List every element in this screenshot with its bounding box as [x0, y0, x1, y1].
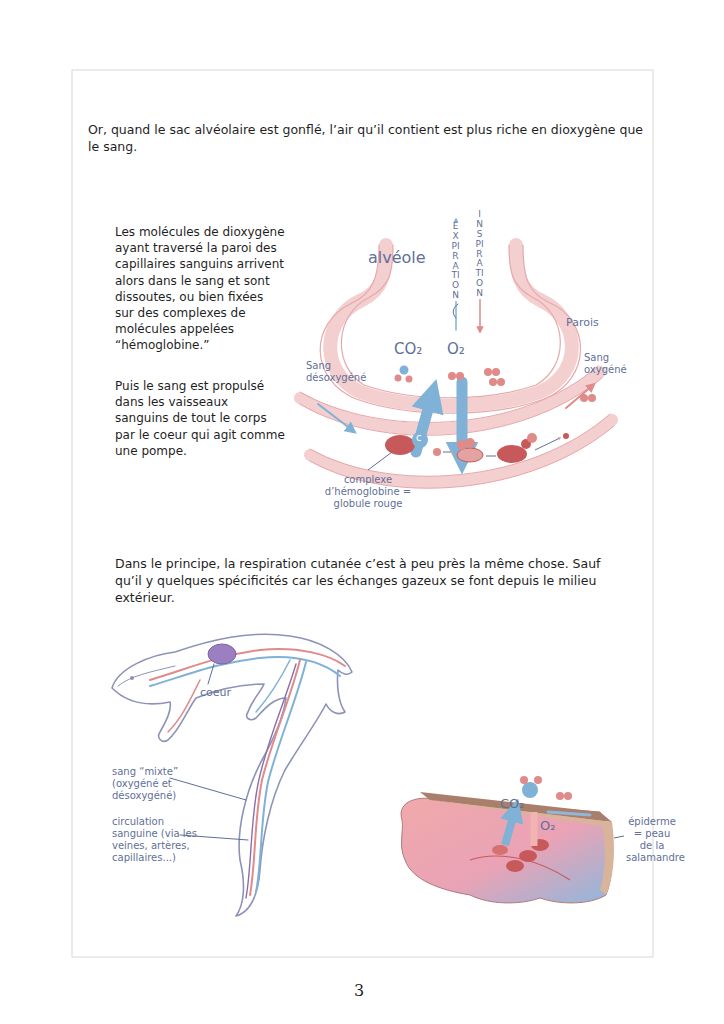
gas-label: CO₂: [394, 340, 422, 358]
part-label: coeur: [200, 686, 231, 699]
gas-label: O₂: [447, 340, 465, 358]
molecules: [395, 366, 597, 403]
part-label: Parois: [566, 316, 599, 329]
paragraph: Les molécules de dioxygène ayant travers…: [115, 224, 285, 354]
paragraph: Dans le principe, la respiration cutanée…: [115, 556, 615, 607]
part-label: épiderme = peau de la salamandre: [626, 816, 678, 864]
molecule-label: c: [416, 432, 422, 444]
alveole-drawing: [300, 222, 614, 488]
part-label: alvéole: [368, 248, 426, 267]
part-label: sang “mixte” (oxygéné et désoxygéné): [112, 766, 222, 802]
part-label: complexe d’hémoglobine = globule rouge: [316, 474, 420, 510]
paragraph: Puis le sang est propulsé dans les vaiss…: [115, 378, 285, 459]
part-label: Sang oxygéné: [584, 352, 634, 376]
paragraph: Or, quand le sac alvéolaire est gonflé, …: [88, 122, 648, 156]
page-number: 3: [354, 980, 364, 1002]
gas-label: CO₂: [500, 796, 525, 812]
page-frame: [72, 70, 653, 957]
salamander-drawing: [112, 634, 352, 916]
arrow-label: INSPIRATION: [475, 210, 484, 299]
red-blood-cells: [368, 432, 569, 470]
skin-tissue-drawing: [401, 776, 624, 903]
part-label: circulation sanguine (via les veines, ar…: [112, 816, 212, 864]
arrow-label: EXPIRATION: [451, 222, 460, 301]
gas-label: O₂: [540, 818, 555, 834]
part-label: Sang désoxygéné: [306, 360, 368, 384]
